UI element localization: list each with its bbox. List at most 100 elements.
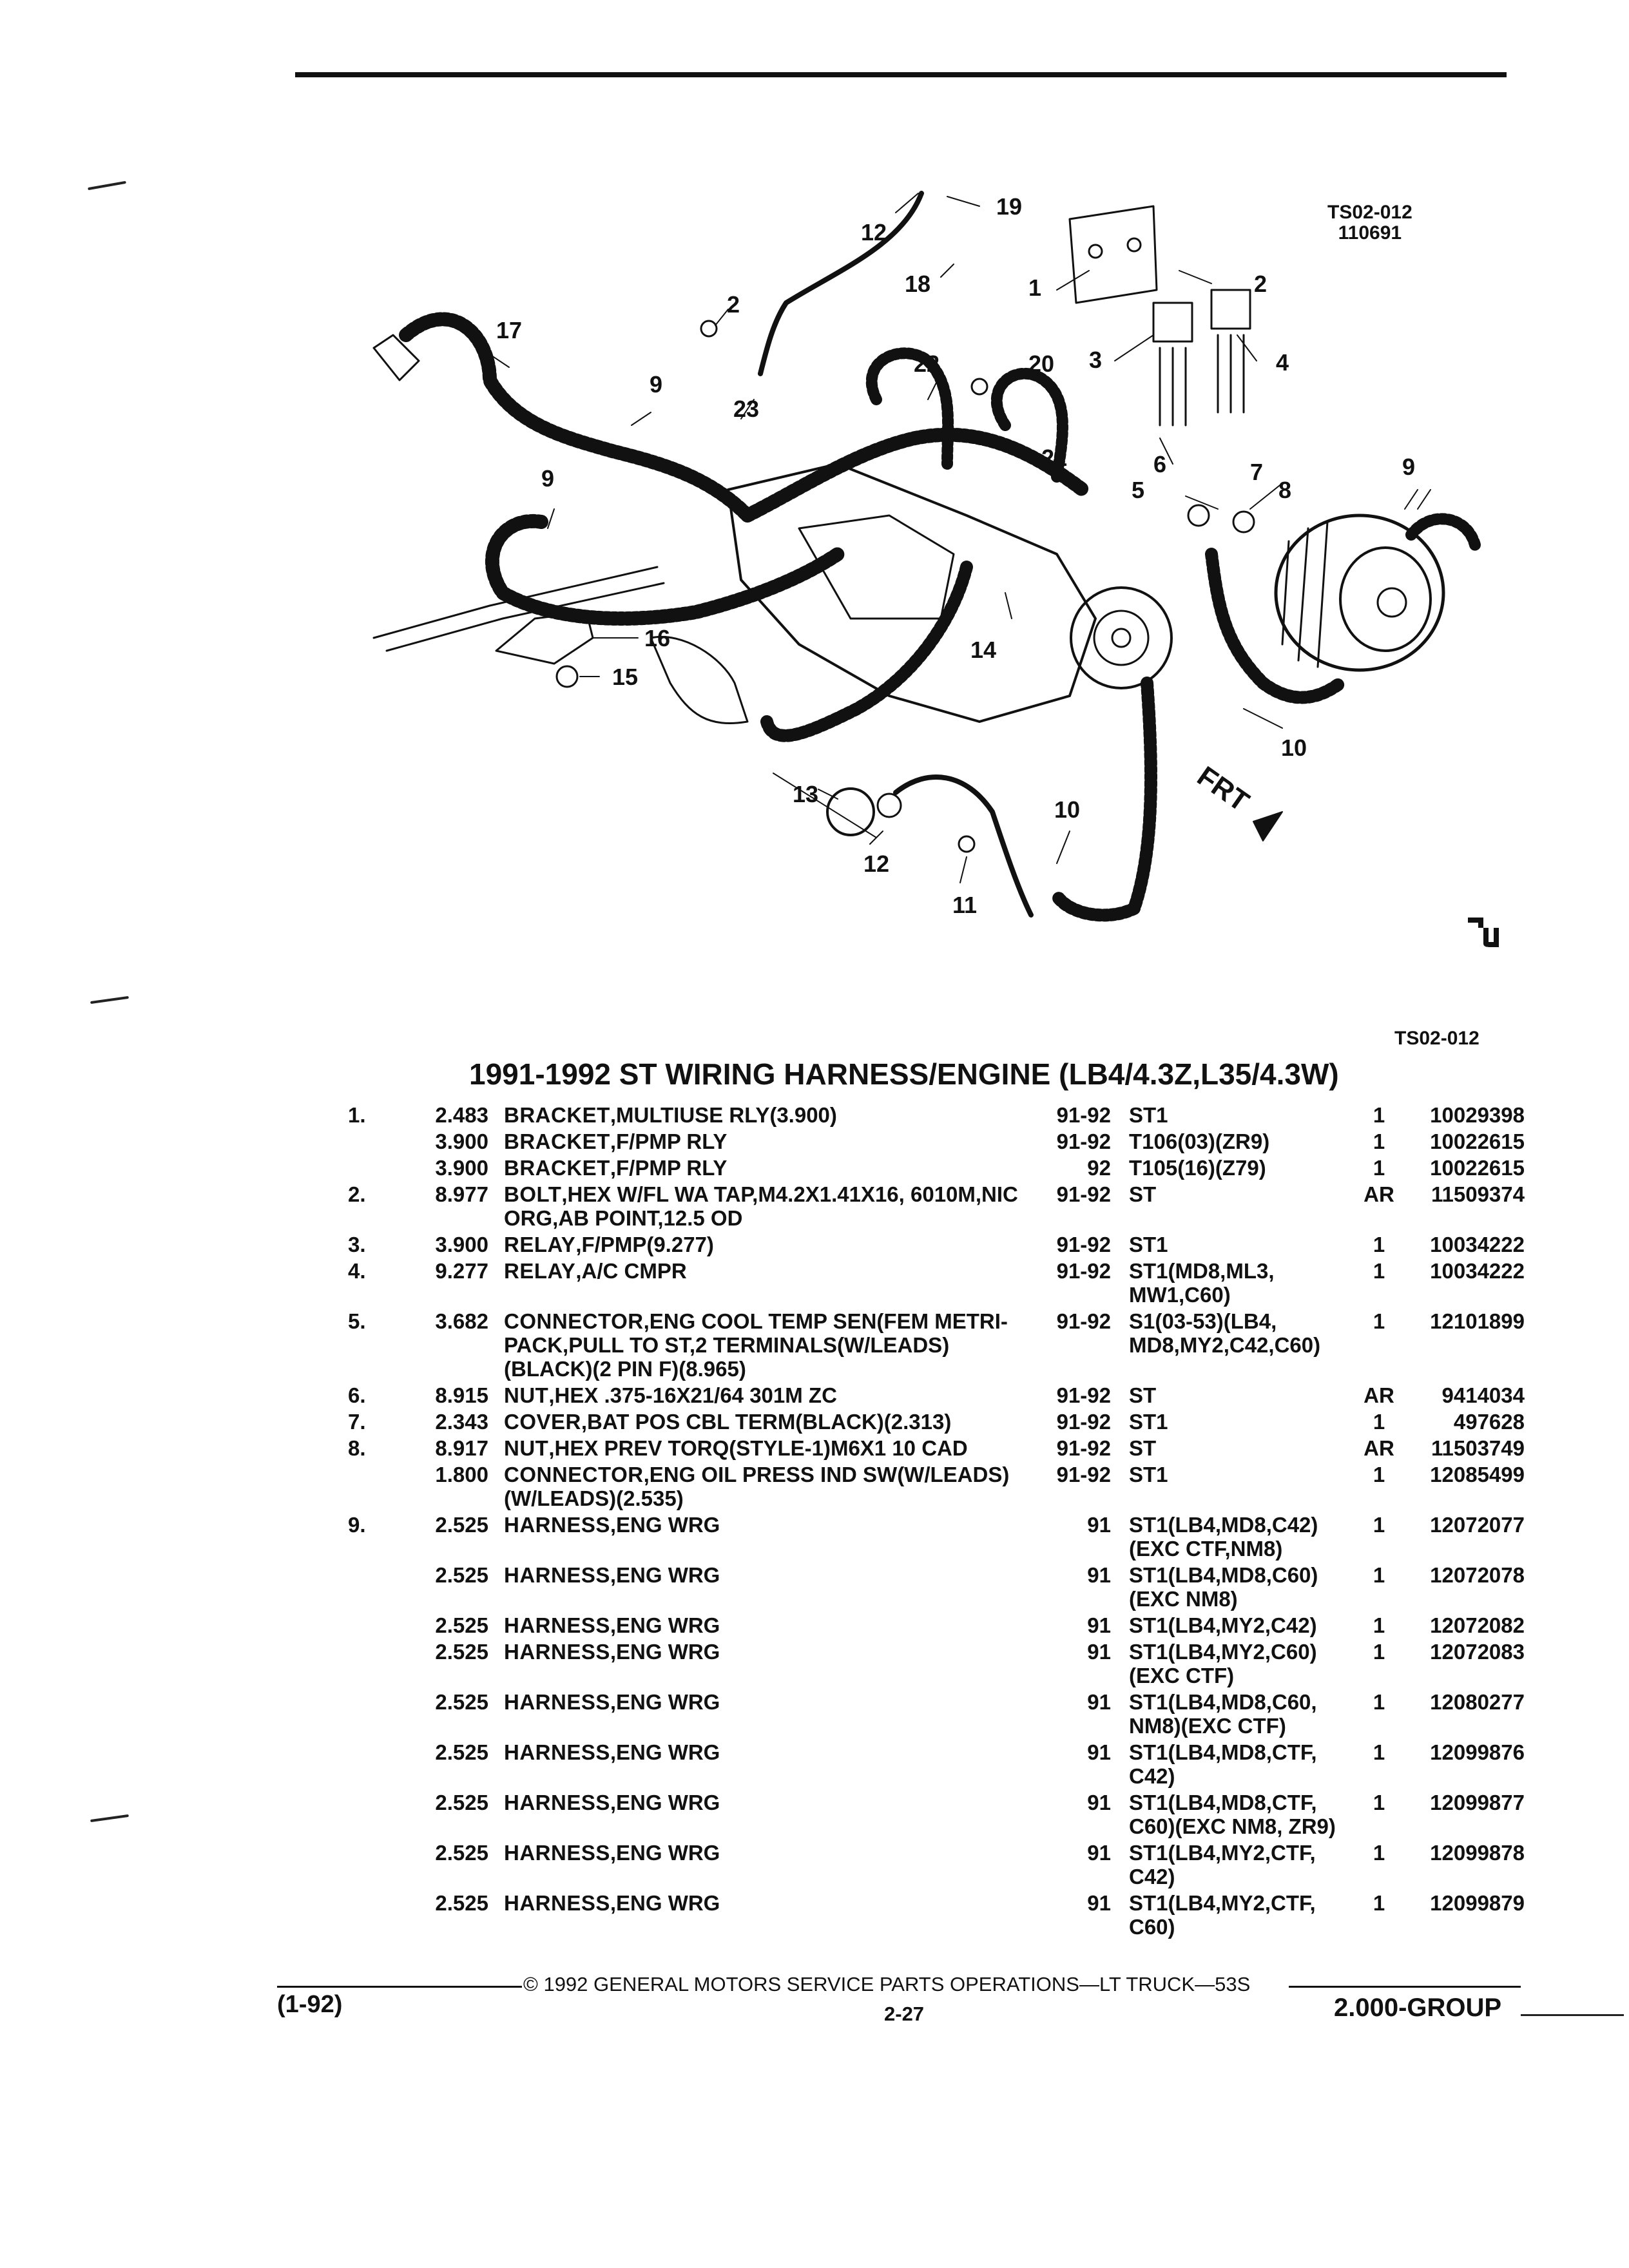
quantity: 1	[1373, 1463, 1385, 1486]
item-number: 7.	[348, 1410, 366, 1434]
catalog-number: 9.277	[435, 1259, 488, 1283]
part-detail: ,ENG WRG	[610, 1640, 720, 1664]
footer-rule	[1521, 2014, 1624, 2016]
catalog-number: 2.525	[435, 1841, 488, 1865]
model-years: 91	[1087, 1613, 1111, 1637]
usage-code: ST1	[1129, 1233, 1168, 1256]
part-description: BRACKET,F/PMP RLY	[504, 1129, 1032, 1153]
group-label: 2.000-GROUP	[1334, 1994, 1502, 2022]
callout: 1	[1028, 274, 1042, 301]
diagram-id-code: TS02-012	[1327, 202, 1412, 223]
usage-code: ST1(LB4,MD8,C60, NM8)(EXC CTF)	[1129, 1690, 1317, 1738]
callout: 9	[650, 371, 663, 398]
callout: 14	[970, 637, 997, 663]
part-description: CONNECTOR,ENG OIL PRESS IND SW(W/LEADS)(…	[504, 1463, 1032, 1510]
footer-rule	[277, 1986, 522, 1988]
part-detail: ,HEX W/FL WA TAP,M4.2X1.41X16, 6010M,NIC…	[504, 1182, 1018, 1230]
catalog-number: 2.525	[435, 1891, 488, 1915]
part-description: COVER,BAT POS CBL TERM(BLACK)(2.313)	[504, 1410, 1032, 1434]
quantity: 1	[1373, 1309, 1385, 1333]
catalog-number: 3.900	[435, 1129, 488, 1153]
table-row: 7. 2.343 COVER,BAT POS CBL TERM(BLACK)(2.3…	[0, 1410, 1629, 1436]
model-years: 91-92	[1056, 1463, 1111, 1486]
part-number: 10022615	[1430, 1156, 1525, 1180]
model-years: 91	[1087, 1740, 1111, 1764]
part-number: 12072082	[1430, 1613, 1525, 1637]
part-name: NUT	[504, 1383, 549, 1407]
model-years: 91-92	[1056, 1383, 1111, 1407]
quantity: 1	[1373, 1841, 1385, 1865]
catalog-number: 2.343	[435, 1410, 488, 1434]
page-title: 1991-1992 ST WIRING HARNESS/ENGINE (LB4/…	[469, 1057, 1339, 1091]
part-description: BRACKET,F/PMP RLY	[504, 1156, 1032, 1180]
part-number: 12099878	[1430, 1841, 1525, 1865]
quantity: 1	[1373, 1690, 1385, 1714]
part-detail: ,BAT POS CBL TERM(BLACK)(2.313)	[581, 1410, 952, 1434]
part-detail: ,ENG WRG	[610, 1891, 720, 1915]
catalog-number: 1.800	[435, 1463, 488, 1486]
callout: 21	[1041, 445, 1068, 471]
item-number: 1.	[348, 1103, 366, 1127]
usage-code: ST	[1129, 1436, 1157, 1460]
quantity: 1	[1373, 1563, 1385, 1587]
part-detail: ,ENG WRG	[610, 1563, 720, 1587]
part-description: HARNESS,ENG WRG	[504, 1841, 1032, 1865]
catalog-number: 3.900	[435, 1233, 488, 1256]
model-years: 91-92	[1056, 1309, 1111, 1333]
part-name: RELAY	[504, 1233, 576, 1256]
callout: 5	[1132, 477, 1145, 503]
part-number: 11509374	[1431, 1182, 1525, 1206]
catalog-number: 2.483	[435, 1103, 488, 1127]
item-number: 9.	[348, 1513, 366, 1537]
top-rule	[295, 72, 1507, 77]
usage-code: ST1(LB4,MD8,CTF, C42)	[1129, 1740, 1317, 1788]
part-name: HARNESS	[504, 1690, 610, 1714]
part-name: HARNESS	[504, 1891, 610, 1915]
page-number: 2-27	[884, 2003, 925, 2025]
part-detail: ,MULTIUSE RLY(3.900)	[610, 1103, 837, 1127]
item-number: 3.	[348, 1233, 366, 1256]
callout: 11	[952, 892, 978, 918]
part-detail: ,F/PMP RLY	[610, 1156, 728, 1180]
part-detail: ,F/PMP(9.277)	[575, 1233, 714, 1256]
usage-code: ST1	[1129, 1410, 1168, 1434]
callout: 12	[861, 219, 887, 245]
model-years: 91-92	[1056, 1233, 1111, 1256]
model-years: 91	[1087, 1891, 1111, 1915]
item-number: 2.	[348, 1182, 366, 1206]
usage-code: ST1(LB4,MY2,CTF, C60)	[1129, 1891, 1316, 1939]
model-years: 91-92	[1056, 1259, 1111, 1283]
catalog-number: 2.525	[435, 1740, 488, 1764]
callout: 7	[1250, 459, 1264, 485]
usage-code: ST	[1129, 1383, 1157, 1407]
quantity: 1	[1373, 1259, 1385, 1283]
usage-code: ST1	[1129, 1463, 1168, 1486]
part-name: BRACKET	[504, 1156, 610, 1180]
model-years: 92	[1087, 1156, 1111, 1180]
part-description: BOLT,HEX W/FL WA TAP,M4.2X1.41X16, 6010M…	[504, 1182, 1032, 1230]
part-number: 10034222	[1430, 1233, 1525, 1256]
part-detail: ,A/C CMPR	[575, 1259, 687, 1283]
part-detail: ,ENG WRG	[610, 1513, 720, 1537]
catalog-number: 3.682	[435, 1309, 488, 1333]
diagram-id-bottom: TS02-012	[1394, 1028, 1480, 1049]
callout: 4	[1276, 349, 1289, 376]
catalog-number: 3.900	[435, 1156, 488, 1180]
part-description: NUT,HEX .375-16X21/64 301M ZC	[504, 1383, 1032, 1407]
catalog-number: 2.525	[435, 1791, 488, 1814]
part-number: 497628	[1453, 1410, 1525, 1434]
callout: 2	[727, 291, 740, 318]
callout: 18	[905, 271, 931, 297]
catalog-number: 2.525	[435, 1513, 488, 1537]
quantity: 1	[1373, 1891, 1385, 1915]
item-number: 6.	[348, 1383, 366, 1407]
copyright-line: © 1992 GENERAL MOTORS SERVICE PARTS OPER…	[523, 1973, 1251, 1995]
